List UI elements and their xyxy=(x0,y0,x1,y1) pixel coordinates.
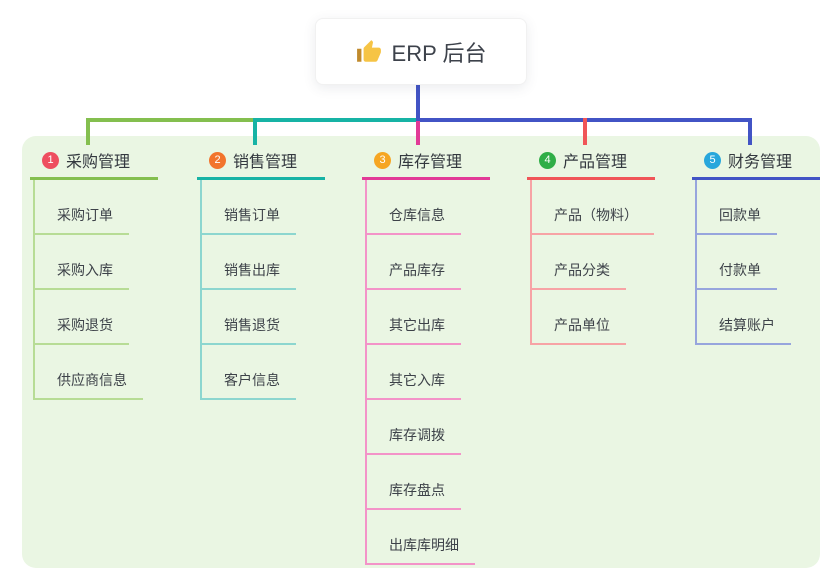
root-title: ERP 后台 xyxy=(391,40,487,66)
branch-children: 销售订单 销售出库 销售退货 客户信息 xyxy=(200,180,296,400)
mindmap-canvas-panel xyxy=(22,136,820,568)
child-node[interactable]: 结算账户 xyxy=(697,290,791,345)
child-node[interactable]: 供应商信息 xyxy=(35,345,143,400)
child-node[interactable]: 回款单 xyxy=(697,180,777,235)
branch-node-finance[interactable]: 5 财务管理 回款单 付款单 结算账户 xyxy=(692,146,839,345)
child-node[interactable]: 库存盘点 xyxy=(367,455,461,510)
branch5-drop-line xyxy=(748,118,752,145)
child-node[interactable]: 采购订单 xyxy=(35,180,129,235)
branch-header[interactable]: 1 采购管理 xyxy=(30,146,158,180)
child-node[interactable]: 出库库明细 xyxy=(367,510,475,565)
branch-children: 产品（物料） 产品分类 产品单位 xyxy=(530,180,654,345)
branch-children: 采购订单 采购入库 采购退货 供应商信息 xyxy=(33,180,143,400)
child-node[interactable]: 销售订单 xyxy=(202,180,296,235)
branch1-connector-line xyxy=(86,118,255,122)
branch-children: 仓库信息 产品库存 其它出库 其它入库 库存调拨 库存盘点 出库库明细 xyxy=(365,180,475,565)
root-node[interactable]: ERP 后台 xyxy=(315,18,527,85)
priority-badge: 1 xyxy=(42,151,59,169)
branch-header[interactable]: 4 产品管理 xyxy=(527,146,655,180)
branch2-connector-line xyxy=(253,118,420,122)
branch2-drop-line xyxy=(253,118,257,145)
branch1-drop-line xyxy=(86,118,90,145)
child-node[interactable]: 产品分类 xyxy=(532,235,626,290)
priority-badge: 3 xyxy=(374,151,391,169)
child-node[interactable]: 采购入库 xyxy=(35,235,129,290)
branch-children: 回款单 付款单 结算账户 xyxy=(695,180,791,345)
child-node[interactable]: 其它入库 xyxy=(367,345,461,400)
branch3-drop-line xyxy=(416,121,420,145)
branch-header[interactable]: 5 财务管理 xyxy=(692,146,820,180)
child-node[interactable]: 客户信息 xyxy=(202,345,296,400)
branch-label: 财务管理 xyxy=(728,154,793,171)
branch-label: 库存管理 xyxy=(398,154,463,171)
child-node[interactable]: 库存调拨 xyxy=(367,400,461,455)
child-node[interactable]: 产品单位 xyxy=(532,290,626,345)
branch-node-product[interactable]: 4 产品管理 产品（物料） 产品分类 产品单位 xyxy=(527,146,707,345)
child-node[interactable]: 销售出库 xyxy=(202,235,296,290)
branch-label: 产品管理 xyxy=(563,154,628,171)
branch-header[interactable]: 2 销售管理 xyxy=(197,146,325,180)
branch-node-sales[interactable]: 2 销售管理 销售订单 销售出库 销售退货 客户信息 xyxy=(197,146,377,400)
child-node[interactable]: 采购退货 xyxy=(35,290,129,345)
child-node[interactable]: 付款单 xyxy=(697,235,777,290)
branch-node-inventory[interactable]: 3 库存管理 仓库信息 产品库存 其它出库 其它入库 库存调拨 库存盘点 出库库… xyxy=(362,146,542,565)
child-node[interactable]: 销售退货 xyxy=(202,290,296,345)
child-node[interactable]: 仓库信息 xyxy=(367,180,461,235)
child-node[interactable]: 产品（物料） xyxy=(532,180,654,235)
branch4-drop-line xyxy=(583,118,587,145)
branch-label: 采购管理 xyxy=(66,154,131,171)
root-connector-line xyxy=(416,83,420,122)
child-node[interactable]: 产品库存 xyxy=(367,235,461,290)
priority-badge: 5 xyxy=(704,151,721,169)
branch-node-purchase[interactable]: 1 采购管理 采购订单 采购入库 采购退货 供应商信息 xyxy=(30,146,210,400)
priority-badge: 2 xyxy=(209,151,226,169)
branch-label: 销售管理 xyxy=(233,154,298,171)
thumbs-up-icon xyxy=(356,39,381,62)
child-node[interactable]: 其它出库 xyxy=(367,290,461,345)
priority-badge: 4 xyxy=(539,151,556,169)
branch-header[interactable]: 3 库存管理 xyxy=(362,146,490,180)
